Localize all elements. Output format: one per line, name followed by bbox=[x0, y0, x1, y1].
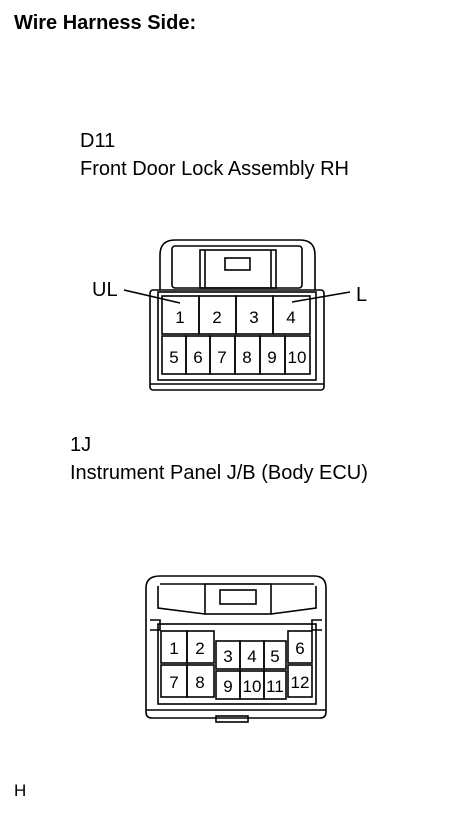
connector2-housing bbox=[145, 575, 327, 719]
connector1-pin-label: 8 bbox=[242, 348, 251, 367]
connector2-pin-cell bbox=[287, 664, 313, 698]
connector2-pin-label: 3 bbox=[223, 647, 232, 666]
connector2-pin-label: 6 bbox=[295, 639, 304, 658]
connector2-pin-cell bbox=[186, 630, 215, 664]
callout-l-leader bbox=[291, 291, 351, 303]
connector2-pin-label: 10 bbox=[243, 677, 262, 696]
connector1-pin-label: 1 bbox=[175, 308, 184, 327]
connector2-pin-label: 11 bbox=[266, 677, 284, 696]
connector1-pin-cell bbox=[284, 335, 311, 375]
connector1-body bbox=[149, 289, 325, 391]
connector2-diagram: 1 2 3 4 5 6 7 8 9 10 11 12 bbox=[145, 575, 327, 723]
connector2-name: Instrument Panel J/B (Body ECU) bbox=[70, 462, 368, 484]
callout-ul-leader bbox=[123, 289, 181, 304]
connector1-name: Front Door Lock Assembly RH bbox=[80, 158, 349, 180]
connector2-pin-label: 7 bbox=[169, 673, 178, 692]
connector2-pin-label: 2 bbox=[195, 639, 204, 658]
connector1-pin-label: 6 bbox=[193, 348, 202, 367]
figure-code: H bbox=[14, 781, 27, 800]
connector1-pin-label: 2 bbox=[212, 308, 221, 327]
connector2-pin-cell bbox=[263, 640, 287, 670]
connector1-pin-label: 3 bbox=[249, 308, 258, 327]
connector1-pin-cell bbox=[272, 295, 311, 335]
connector2-pin-label: 1 bbox=[169, 639, 178, 658]
connector2-pin-label: 12 bbox=[291, 673, 310, 692]
connector1-pin-label: 5 bbox=[169, 348, 178, 367]
connector2-pin-cell bbox=[263, 670, 287, 700]
connector2-pin-label: 8 bbox=[195, 673, 204, 692]
connector2-code: 1J bbox=[70, 434, 92, 456]
connector1-code: D11 bbox=[80, 130, 116, 152]
connector1-pin-label: 4 bbox=[286, 308, 295, 327]
connector1-pin-label: 9 bbox=[267, 348, 276, 367]
connector2-pin-cell bbox=[287, 630, 313, 664]
callout-l-label: L bbox=[356, 284, 367, 306]
connector2-pin-label: 9 bbox=[223, 677, 232, 696]
connector2-latch bbox=[204, 583, 272, 615]
connector1-diagram: 1 2 3 4 5 6 7 8 9 10 UL L bbox=[92, 239, 367, 391]
connector1-pin-label: 10 bbox=[288, 348, 307, 367]
connector2-pin-label: 4 bbox=[247, 647, 256, 666]
page-title: Wire Harness Side: bbox=[14, 12, 197, 34]
callout-ul-label: UL bbox=[92, 279, 118, 301]
connector2-pin-label: 5 bbox=[270, 647, 279, 666]
connector1-latch bbox=[159, 239, 316, 290]
connector2-pin-cell bbox=[186, 664, 215, 698]
connector1-pin-label: 7 bbox=[217, 348, 226, 367]
